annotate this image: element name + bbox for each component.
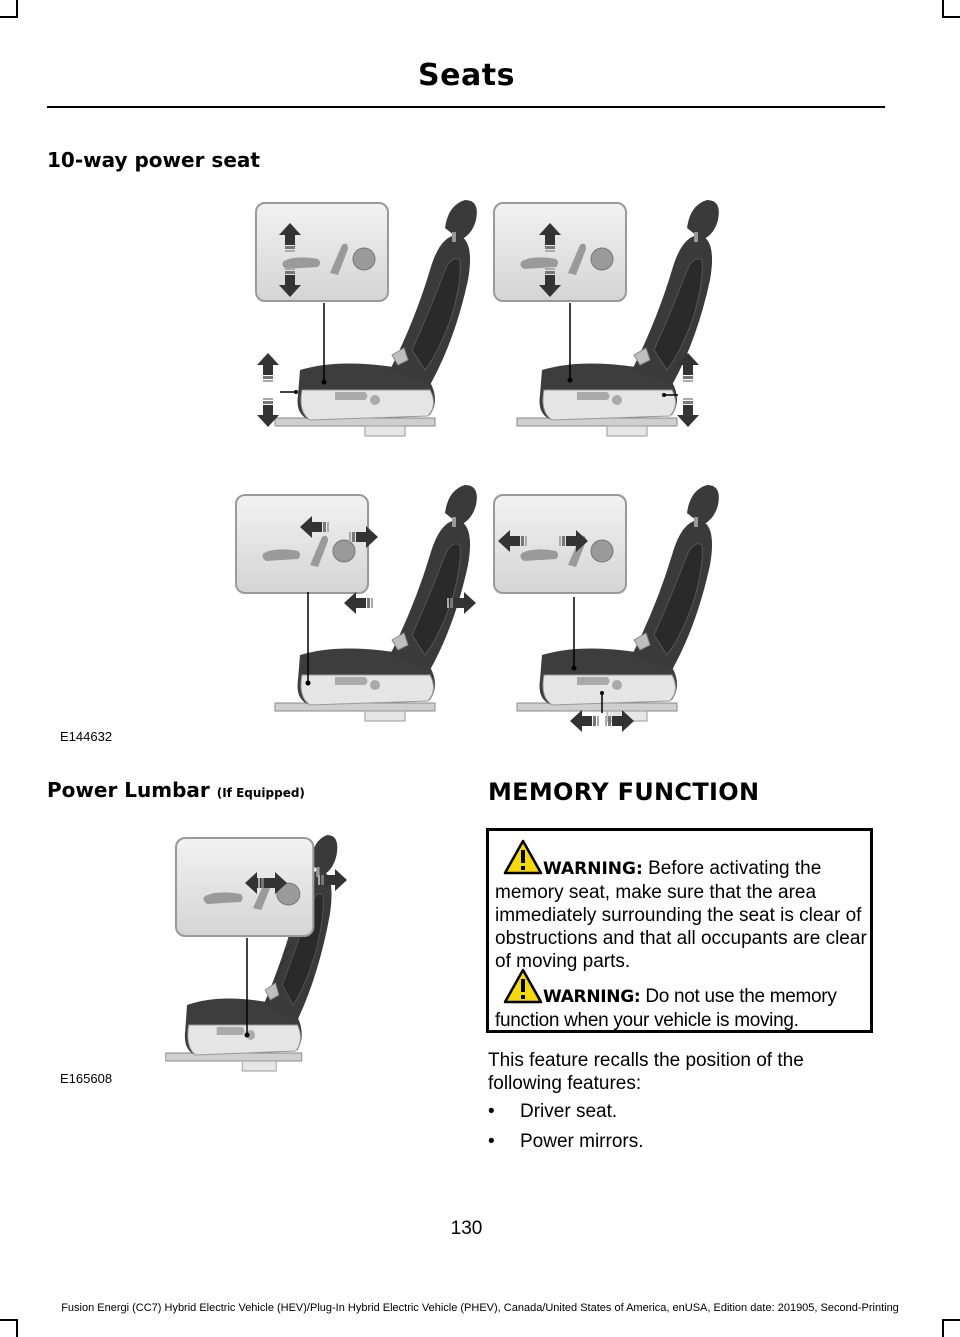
bullet-dot: •	[488, 1101, 495, 1122]
lumbar-heading-suffix: (If Equipped)	[216, 786, 305, 800]
page-number: 130	[450, 1218, 483, 1239]
lumbar-seat-figure	[165, 834, 347, 1072]
crop-mark	[942, 1319, 960, 1321]
warning-icon	[503, 968, 543, 1004]
ten-way-figure-code: E144632	[60, 729, 113, 744]
warning-2: WARNING: Do not use the memory function …	[495, 985, 871, 1032]
bullet-dot: •	[488, 1131, 495, 1152]
warning-1: WARNING: Before activating the memory se…	[495, 857, 871, 973]
lumbar-figure-code: E165608	[60, 1071, 113, 1086]
ten-way-seat-figure	[235, 199, 720, 732]
page-header-title: Seats	[418, 58, 515, 93]
crop-mark	[16, 0, 18, 18]
crop-mark	[942, 1319, 944, 1337]
warning-1-text: Before activating the memory seat, make …	[495, 858, 867, 972]
lumbar-heading-text: Power Lumbar	[47, 778, 210, 802]
crop-mark	[0, 1319, 18, 1321]
crop-mark	[942, 16, 960, 18]
page-footer: Fusion Energi (CC7) Hybrid Electric Vehi…	[61, 1302, 899, 1314]
memory-intro: This feature recalls the position of the…	[488, 1050, 804, 1094]
crop-mark	[16, 1319, 18, 1337]
header-divider	[47, 106, 885, 108]
list-item-text: Power mirrors.	[520, 1131, 644, 1152]
warning-2-text: Do not use the memory function when your…	[495, 986, 837, 1031]
memory-function-heading: MEMORY FUNCTION	[488, 778, 760, 806]
ten-way-heading: 10-way power seat	[47, 148, 260, 172]
warning-icon	[503, 839, 543, 875]
list-item-text: Driver seat.	[520, 1101, 618, 1122]
warning-2-label: WARNING:	[543, 987, 641, 1007]
lumbar-heading: Power Lumbar (If Equipped)	[47, 778, 305, 802]
warning-box: WARNING: Before activating the memory se…	[486, 828, 873, 1033]
warning-1-label: WARNING:	[543, 859, 643, 879]
crop-mark	[0, 16, 18, 18]
crop-mark	[942, 0, 944, 18]
